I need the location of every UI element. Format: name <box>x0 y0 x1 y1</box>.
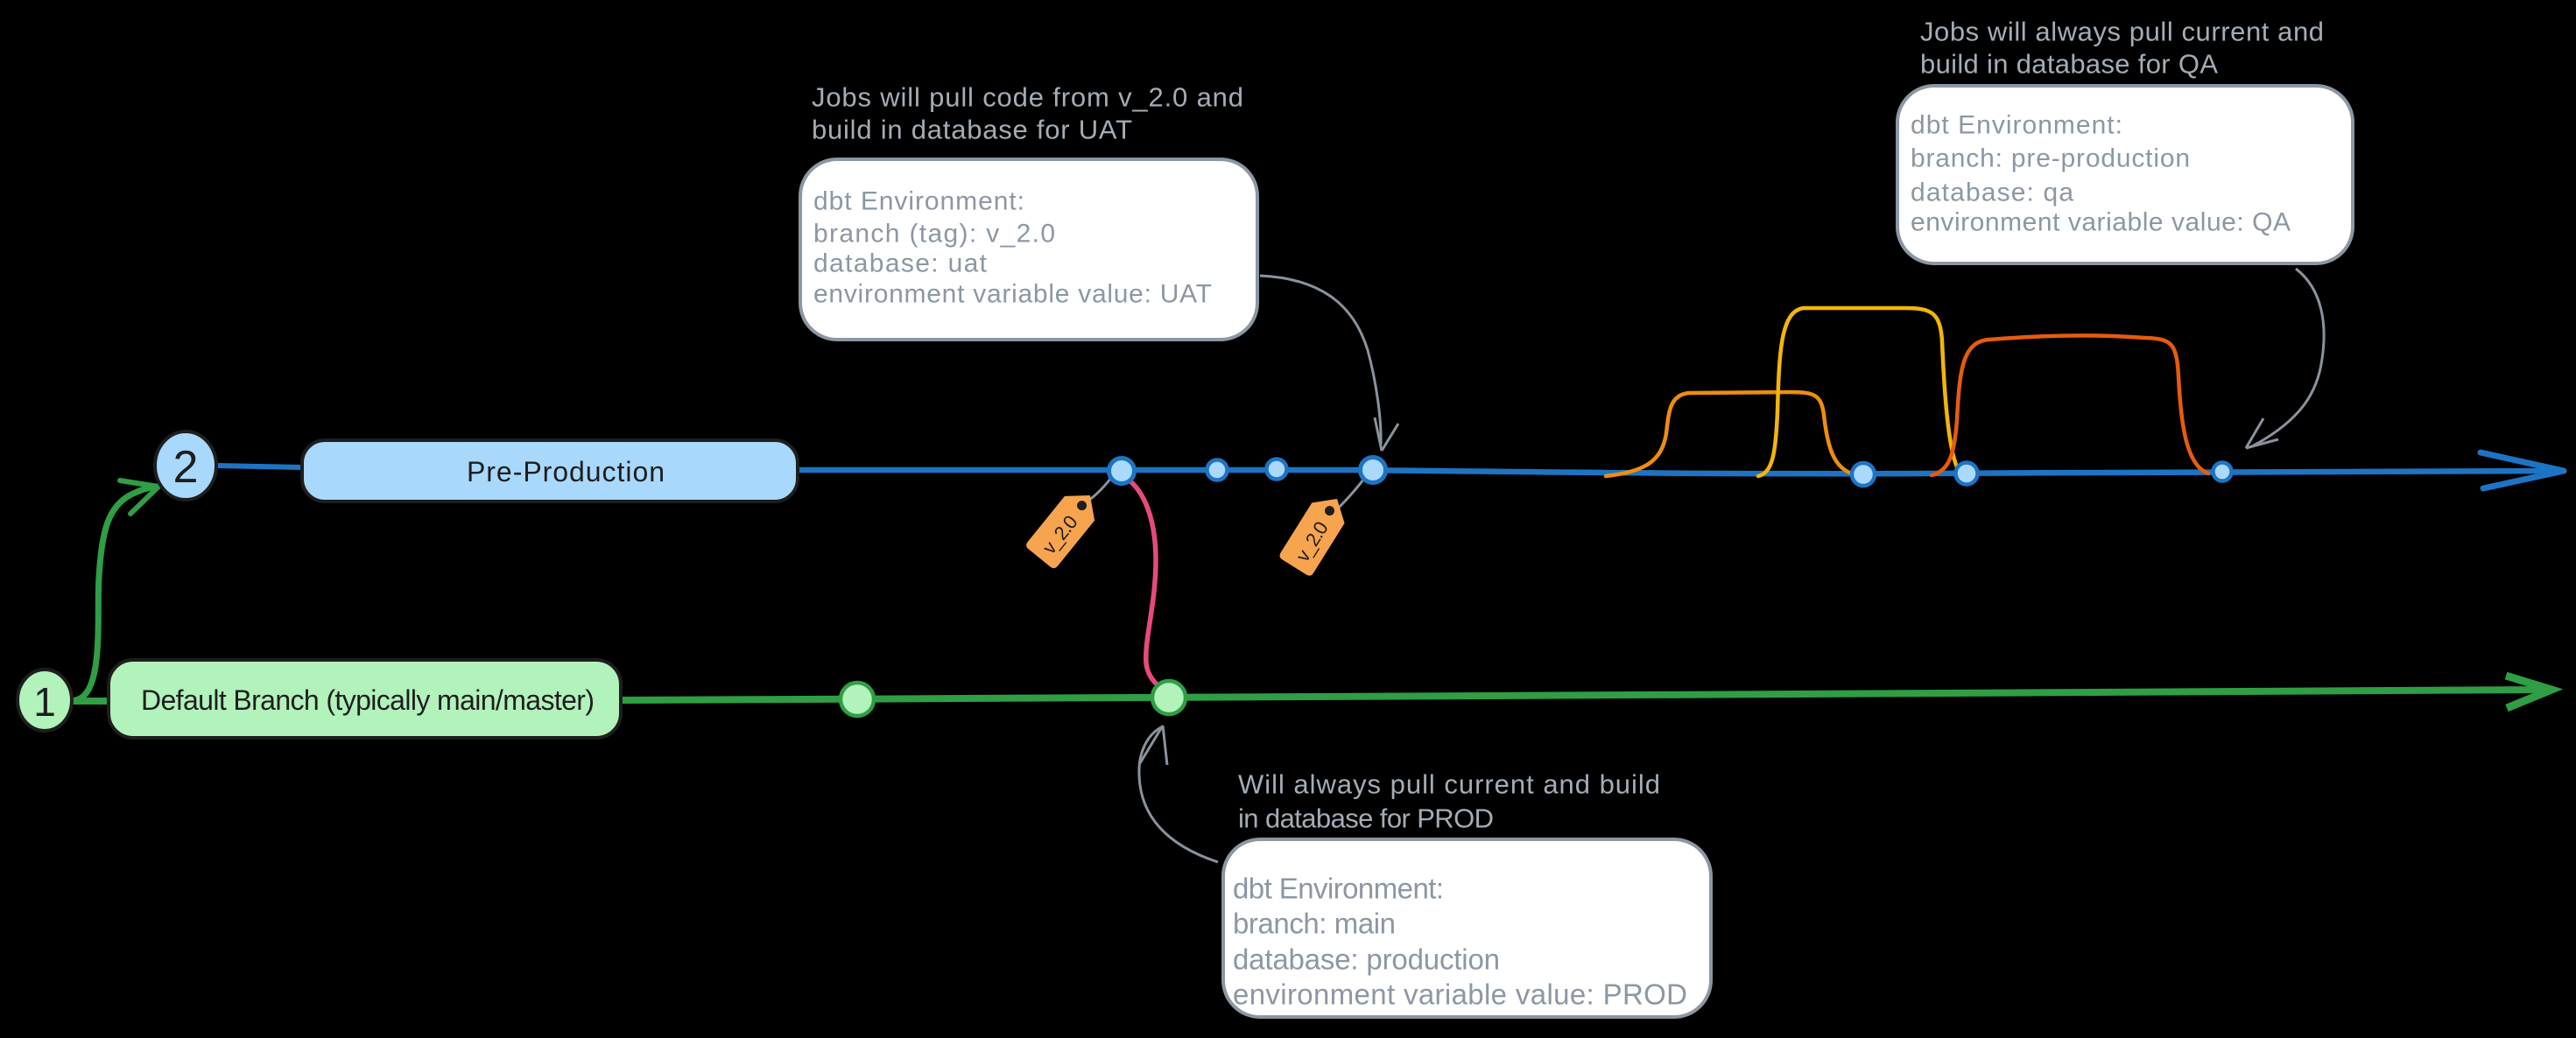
svg-text:environment variable value: QA: environment variable value: QA <box>1911 208 2291 237</box>
svg-text:build in database for UAT: build in database for UAT <box>812 115 1132 145</box>
svg-text:dbt Environment:: dbt Environment: <box>813 187 1024 216</box>
svg-text:environment variable value: PR: environment variable value: PROD <box>1233 978 1687 1011</box>
svg-text:branch (tag): v_2.0: branch (tag): v_2.0 <box>813 220 1055 249</box>
svg-text:2: 2 <box>173 442 199 493</box>
svg-text:Default Branch (typically main: Default Branch (typically main/master) <box>141 684 595 716</box>
svg-text:dbt Environment:: dbt Environment: <box>1911 111 2122 140</box>
svg-text:in database for PROD: in database for PROD <box>1238 803 1494 834</box>
svg-text:environment variable value: UA: environment variable value: UAT <box>813 280 1212 309</box>
svg-text:branch: main: branch: main <box>1233 908 1396 940</box>
svg-text:1: 1 <box>33 679 56 725</box>
svg-text:build in database for QA: build in database for QA <box>1920 49 2218 80</box>
svg-text:Jobs will always pull current: Jobs will always pull current and <box>1920 17 2324 47</box>
svg-text:Jobs will pull code from v_2.0: Jobs will pull code from v_2.0 and <box>812 82 1243 113</box>
svg-text:dbt Environment:: dbt Environment: <box>1233 873 1444 905</box>
svg-text:database: qa: database: qa <box>1911 179 2073 207</box>
svg-text:branch: pre-production: branch: pre-production <box>1911 144 2190 173</box>
svg-text:database: uat: database: uat <box>813 249 988 278</box>
svg-text:Pre-Production: Pre-Production <box>467 456 665 487</box>
svg-text:Will always pull current and b: Will always pull current and build <box>1238 769 1660 800</box>
svg-text:database: production: database: production <box>1233 943 1500 976</box>
